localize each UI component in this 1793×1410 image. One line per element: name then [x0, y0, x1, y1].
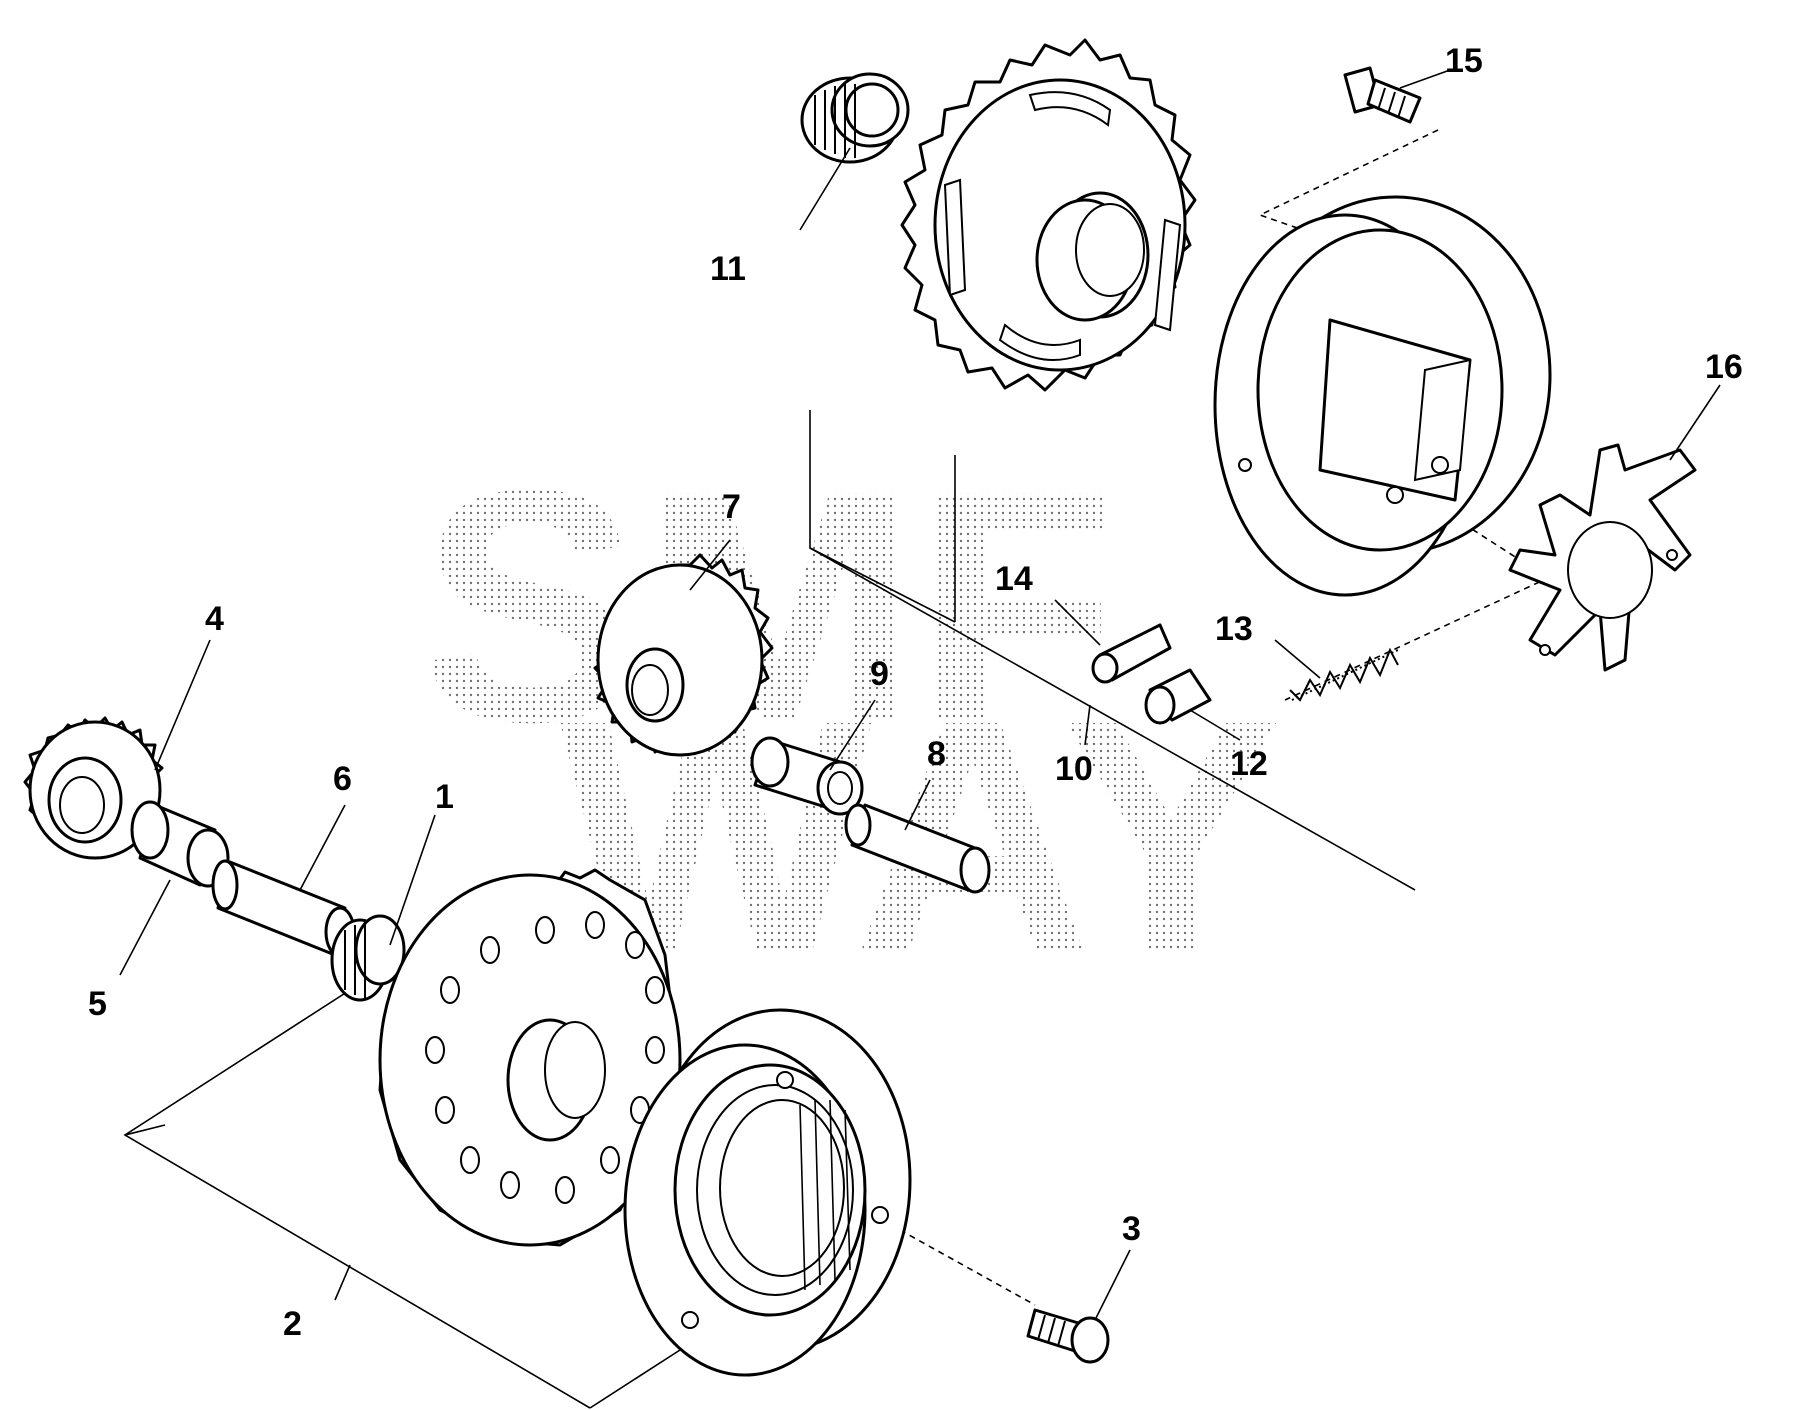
part-9-bush: [750, 736, 864, 816]
callout-5: 5: [88, 985, 107, 1023]
callout-10: 10: [1055, 750, 1093, 788]
callout-9: 9: [870, 655, 889, 693]
part-13-spring: [1289, 647, 1399, 702]
callout-4: 4: [205, 600, 224, 638]
callout-1: 1: [435, 778, 454, 816]
part-4-small-gear: [23, 716, 164, 860]
callout-12: 12: [1230, 745, 1268, 783]
part-11-needle-bearing: [800, 72, 910, 164]
callout-6: 6: [333, 760, 352, 798]
callout-leaders: [119, 69, 1721, 1321]
watermark-line-1: SMF: [420, 421, 1117, 790]
ring-gear-holes: [425, 911, 665, 1204]
callout-labels: 1 2 3 4 5 6 7 8 9 10 11 12 13 14 15 16: [88, 42, 1743, 1343]
part-2-one-way-clutch: [623, 1008, 912, 1377]
part-2-ring-gear: [378, 868, 682, 1247]
callout-14: 14: [995, 560, 1033, 598]
part-8-shaft: [844, 803, 991, 894]
part-16-star-plate: [1508, 443, 1697, 672]
part-1-needle-bearing: [330, 914, 406, 1002]
part-15-screw: [1343, 66, 1422, 124]
callout-13: 13: [1215, 610, 1253, 648]
part-7-intermediate-gear: [593, 553, 774, 757]
part-10-large-gear: [900, 38, 1197, 392]
part-clutch-housing-right: [1213, 195, 1552, 597]
callout-15: 15: [1445, 42, 1483, 80]
callout-11: 11: [710, 250, 746, 288]
callout-16: 16: [1705, 348, 1743, 386]
callout-3: 3: [1122, 1210, 1141, 1248]
callout-8: 8: [927, 735, 946, 773]
part-14-pin: [1091, 623, 1172, 684]
callout-2: 2: [283, 1305, 302, 1343]
part-12-roller: [1144, 668, 1212, 725]
callout-7: 7: [722, 488, 741, 526]
part-6-shaft: [211, 859, 356, 958]
part-3-screw: [1026, 1308, 1110, 1364]
